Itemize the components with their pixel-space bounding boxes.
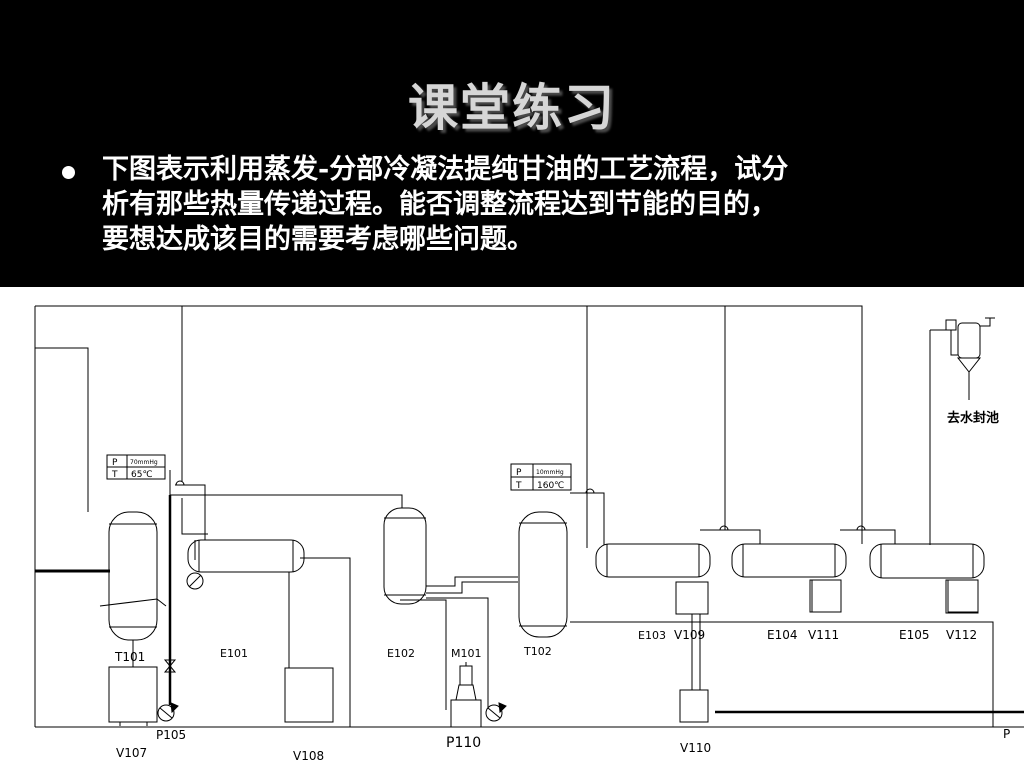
label-p110: P110 (446, 735, 481, 751)
label-e103: E103 (638, 629, 666, 642)
label-e104: E104 (767, 628, 798, 642)
label-e105: E105 (899, 628, 930, 642)
t102-column (518, 511, 568, 638)
crossover-bumps (175, 480, 866, 531)
indicator-1-p: P (112, 458, 118, 468)
label-v107: V107 (116, 746, 147, 760)
pump-p110-icon (485, 702, 507, 722)
label-t101: T101 (114, 650, 145, 664)
seal-separator (945, 317, 995, 400)
slide-title: 课堂练习 (408, 79, 616, 137)
indicator-1: P T 70mmHg 65℃ (106, 454, 166, 480)
label-v111: V111 (808, 628, 839, 642)
piping (34, 305, 1024, 728)
bullet-line: 要想达成该目的需要考虑哪些问题。 (102, 224, 534, 255)
process-flow-diagram: P T 70mmHg 65℃ (0, 287, 1024, 768)
indicator-2-t: T (515, 481, 522, 491)
label-v112: V112 (946, 628, 977, 642)
label-p105: P105 (156, 728, 186, 742)
label-t102: T102 (523, 645, 552, 658)
label-m101: M101 (451, 647, 482, 660)
label-v109: V109 (674, 628, 705, 642)
t101-column (99, 511, 167, 726)
label-seal: 去水封池 (947, 410, 999, 426)
valve-icon (163, 659, 177, 673)
label-v110: V110 (680, 741, 711, 755)
e103-exchanger (595, 543, 711, 723)
bullet-line: 下图表示利用蒸发-分部冷凝法提纯甘油的工艺流程，试分 (102, 154, 789, 185)
bullet-line: 析有那些热量传递过程。能否调整流程达到节能的目的， (102, 189, 777, 220)
label-e102: E102 (387, 647, 415, 660)
bullet-dot-icon (62, 166, 75, 179)
label-p-edge: P (1003, 727, 1010, 741)
indicator-2: P T 10mmHg 160℃ (510, 463, 572, 491)
indicator-2-p: P (516, 468, 522, 478)
indicator-1-t: T (111, 470, 118, 480)
process-flow-svg: P T 70mmHg 65℃ (34, 305, 1024, 763)
indicator-1-p-value: 70mmHg (130, 459, 158, 466)
indicator-1-t-value: 65℃ (131, 470, 153, 480)
gauge-icon (186, 572, 204, 590)
pump-p105-icon (157, 702, 179, 722)
bullet-text: 下图表示利用蒸发-分部冷凝法提纯甘油的工艺流程，试分 析有那些热量传递过程。能否… (102, 152, 982, 257)
indicator-2-t-value: 160℃ (537, 481, 564, 491)
indicator-2-p-value: 10mmHg (536, 469, 564, 476)
e105-exchanger (869, 543, 985, 614)
label-e101: E101 (220, 647, 248, 660)
label-v108: V108 (293, 749, 324, 763)
m101-pump (450, 662, 482, 728)
e102-exchanger (383, 507, 427, 605)
e104-exchanger (731, 543, 847, 613)
e101-exchanger (187, 539, 334, 723)
